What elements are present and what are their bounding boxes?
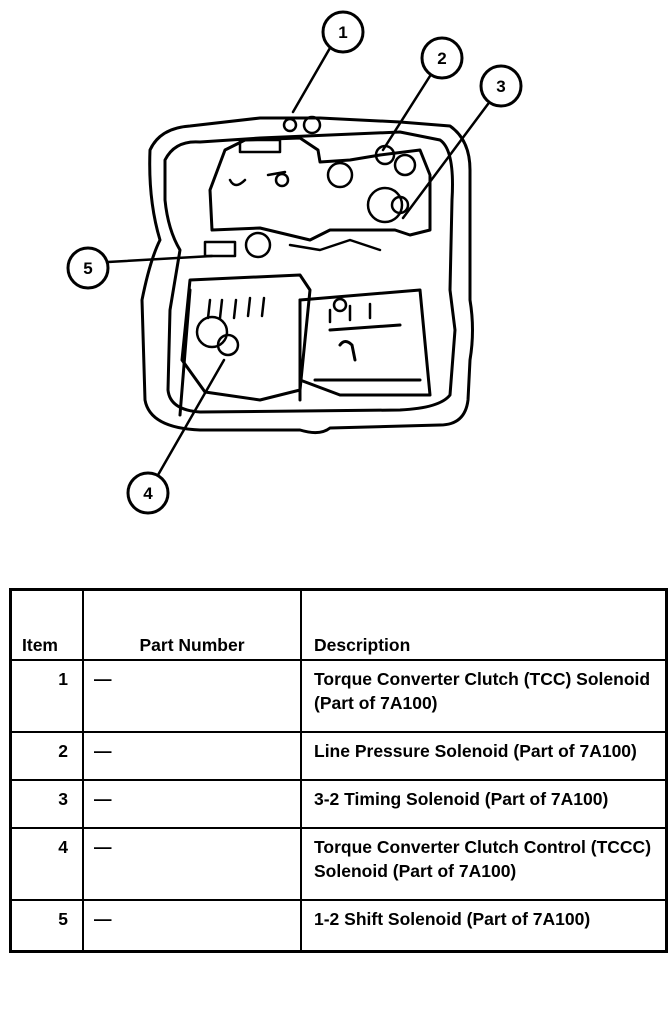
callout-1: 1 [321, 10, 365, 54]
header-item: Item [9, 588, 84, 661]
table-row: 3 — 3-2 Timing Solenoid (Part of 7A100) [9, 778, 668, 829]
pan-inner-outline [163, 130, 457, 414]
header-description: Description [300, 588, 668, 661]
item-cell: 5 [9, 898, 84, 953]
table-header-row: Item Part Number Description [9, 588, 668, 661]
description-cell: Line Pressure Solenoid (Part of 7A100) [300, 730, 668, 781]
part-number-cell: — [82, 778, 302, 829]
svg-text:3: 3 [496, 77, 505, 96]
part-number-cell: — [82, 826, 302, 901]
solenoid-shapes [195, 115, 417, 357]
part-number-cell: — [82, 898, 302, 953]
part-number-cell: — [82, 730, 302, 781]
item-cell: 3 [9, 778, 84, 829]
svg-text:1: 1 [338, 23, 347, 42]
pan-outline [140, 116, 474, 435]
leader-lines [106, 46, 490, 477]
item-cell: 4 [9, 826, 84, 901]
lower-valve-body [180, 273, 312, 402]
svg-text:4: 4 [143, 484, 153, 503]
table-row: 4 — Torque Converter Clutch Control (TCC… [9, 826, 668, 901]
svg-text:2: 2 [437, 49, 446, 68]
bracket-lines [178, 288, 422, 417]
callout-5: 5 [66, 246, 110, 290]
callout-4: 4 [126, 471, 170, 515]
part-number-cell: — [82, 658, 302, 733]
header-part-number: Part Number [82, 588, 302, 661]
description-cell: Torque Converter Clutch Control (TCCC) S… [300, 826, 668, 901]
description-cell: Torque Converter Clutch (TCC) Solenoid (… [300, 658, 668, 733]
upper-valve-body [208, 136, 432, 242]
callout-3: 3 [479, 64, 523, 108]
table-row: 1 — Torque Converter Clutch (TCC) Soleno… [9, 658, 668, 733]
callout-2: 2 [420, 36, 464, 80]
parts-table: Item Part Number Description 1 — Torque … [9, 588, 668, 953]
table-row: 5 — 1-2 Shift Solenoid (Part of 7A100) [9, 898, 668, 953]
table-row: 2 — Line Pressure Solenoid (Part of 7A10… [9, 730, 668, 781]
svg-text:5: 5 [83, 259, 92, 278]
item-cell: 2 [9, 730, 84, 781]
right-valve-block [298, 288, 432, 397]
item-cell: 1 [9, 658, 84, 733]
description-cell: 1-2 Shift Solenoid (Part of 7A100) [300, 898, 668, 953]
description-cell: 3-2 Timing Solenoid (Part of 7A100) [300, 778, 668, 829]
valve-body-diagram: 1 2 3 4 5 [66, 10, 523, 515]
